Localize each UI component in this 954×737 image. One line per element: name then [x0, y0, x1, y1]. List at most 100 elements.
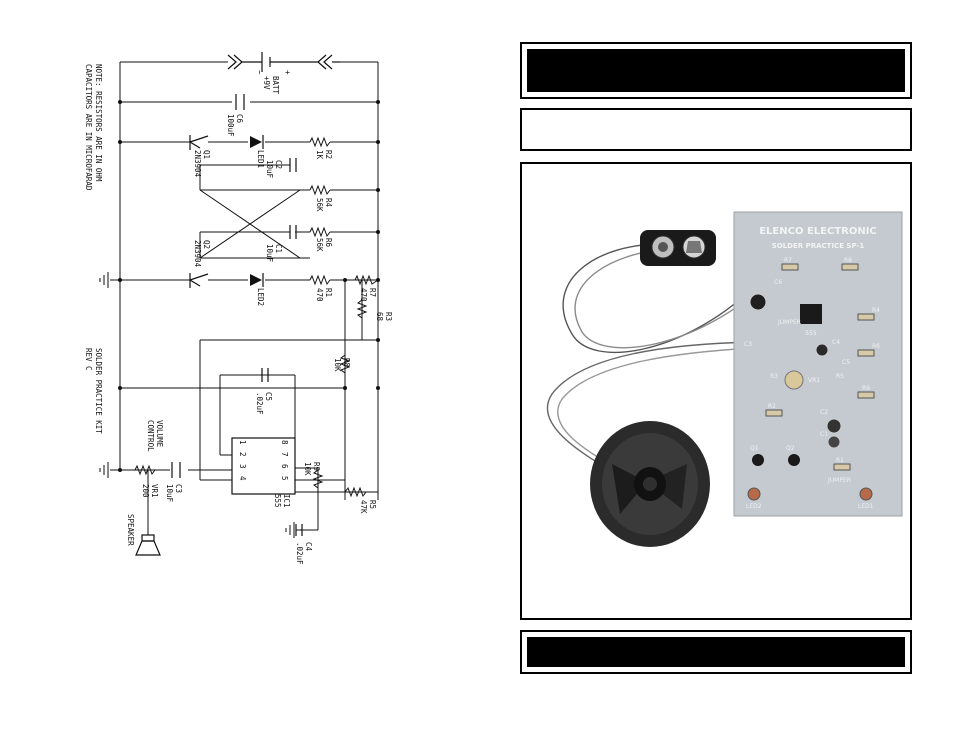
- ic-pin-8: 8: [280, 440, 289, 445]
- note-line2: CAPACITORS ARE IN MICROFARAD: [84, 64, 93, 191]
- r1-value: 470: [315, 288, 324, 302]
- ic-pin-7: 7: [280, 452, 289, 457]
- subtitle-box: [520, 108, 912, 151]
- r6-label: R6: [324, 238, 333, 248]
- led2-label: LED2: [256, 288, 265, 306]
- c6-label: C6: [235, 114, 244, 124]
- title-banner-top: [520, 42, 912, 99]
- volume-line1: VOLUME: [155, 420, 164, 448]
- led-symbols: [250, 135, 264, 287]
- title-banner-bottom-fill: [527, 637, 905, 667]
- pcb-label-r8: R8: [844, 257, 852, 264]
- vr1-value: 200: [141, 484, 150, 498]
- resistor-symbols: [134, 136, 379, 498]
- c5-value: .02uF: [255, 392, 264, 415]
- vr1-label: VR1: [150, 484, 159, 498]
- speaker-photo: [590, 421, 710, 547]
- pcb-label-q1: Q1: [750, 445, 759, 452]
- r4-value: 56K: [315, 198, 324, 212]
- led1-label: LED1: [256, 150, 265, 168]
- r1-label: R1: [324, 288, 333, 297]
- pcb-label-c1: C1: [820, 431, 828, 438]
- r9-value: 10K: [303, 462, 312, 476]
- pcb-label-vr1: VR1: [808, 377, 820, 384]
- chip-555: [800, 304, 822, 324]
- batt-minus: −: [255, 70, 264, 75]
- pcb-label-led1: LED1: [858, 503, 874, 510]
- c1-label: C1: [274, 244, 283, 253]
- r2-value: 1K: [315, 150, 324, 160]
- c4-label: C4: [304, 542, 313, 552]
- ic-pin-4: 4: [238, 476, 247, 481]
- chip-label: 555: [805, 330, 817, 337]
- c6-value: 100uF: [226, 114, 235, 137]
- r5-value: 47K: [359, 500, 368, 514]
- q2-label: Q2: [202, 240, 211, 249]
- q2-value: 2N3904: [193, 240, 202, 268]
- r2-label: R2: [324, 150, 333, 159]
- batt-plus: +: [283, 70, 292, 75]
- battery-symbol: [227, 52, 340, 72]
- battery-snap: [640, 230, 716, 266]
- r8-label: R8: [342, 358, 351, 368]
- pcb-label-c2: C2: [820, 409, 828, 416]
- speaker-symbol: [135, 534, 161, 556]
- r6-value: 56K: [315, 238, 324, 252]
- pcb-label-c4: C4: [832, 339, 840, 346]
- ic-value: 555: [273, 494, 282, 508]
- batt-label: BATT: [271, 76, 280, 95]
- title-line2: REV C: [84, 348, 93, 371]
- ic-pin-2: 2: [238, 452, 247, 457]
- capacitor-symbols: [171, 158, 303, 536]
- pcb-label-r4: R4: [872, 307, 880, 314]
- c6-capacitor-symbol: [235, 94, 245, 110]
- product-photo-frame: ELENCO ELECTRONIC SOLDER PRACTICE SP-1 5…: [520, 162, 912, 620]
- pcb-subtitle: SOLDER PRACTICE SP-1: [772, 242, 865, 250]
- title-banner-fill: [527, 49, 905, 92]
- pcb-label-r5: R5: [836, 373, 844, 380]
- ic-label: IC1: [282, 494, 291, 508]
- title-line1: SOLDER PRACTICE KIT: [94, 348, 103, 434]
- pcb-title: ELENCO ELECTRONIC: [759, 226, 877, 237]
- q1-value: 2N3904: [193, 150, 202, 178]
- ic-pin-3: 3: [238, 464, 247, 469]
- schematic-junctions: [118, 100, 380, 472]
- ic-555-symbol: [231, 437, 296, 495]
- pcb-board: ELENCO ELECTRONIC SOLDER PRACTICE SP-1 5…: [733, 211, 903, 517]
- r7-value: 470: [359, 288, 368, 302]
- schematic-wires: [110, 61, 379, 535]
- c1-value: 10uF: [265, 244, 274, 263]
- ic-pin-5: 5: [280, 476, 289, 481]
- r3-value: 68: [375, 312, 384, 322]
- product-photo: ELENCO ELECTRONIC SOLDER PRACTICE SP-1 5…: [546, 211, 903, 547]
- r7-label: R7: [368, 288, 377, 297]
- r5-label: R5: [368, 500, 377, 509]
- pcb-label-jumper: JUMPER: [827, 477, 851, 484]
- pcb-label-c3: C3: [744, 341, 752, 348]
- q1-label: Q1: [202, 150, 211, 159]
- pcb-label-led2: LED2: [746, 503, 762, 510]
- battery-wires: [562, 243, 755, 353]
- r9-label: R9: [312, 462, 321, 471]
- c3-value: 10uF: [165, 484, 174, 503]
- ic-pin-1: 1: [238, 440, 247, 445]
- c3-label: C3: [174, 484, 183, 493]
- volume-line2: CONTROL: [146, 420, 155, 452]
- pcb-label-r1: R1: [836, 457, 844, 464]
- r4-label: R4: [324, 198, 333, 208]
- c2-label: C2: [274, 160, 283, 169]
- ground-symbols: [99, 272, 295, 538]
- pcb-label-q2: Q2: [786, 445, 795, 452]
- transistor-symbols: [189, 135, 209, 288]
- schematic-labels: NOTE: RESISTORS ARE IN OHM CAPACITORS AR…: [84, 64, 393, 565]
- c4-value: .02uF: [295, 542, 304, 565]
- pcb-label-r6: R6: [872, 343, 880, 350]
- pcb-label-r7: R7: [784, 257, 792, 264]
- pcb-label-r2: R2: [768, 403, 776, 410]
- r8-value: 10K: [333, 358, 342, 372]
- speaker-wires: [546, 341, 755, 475]
- pcb-label-r3: R3: [770, 373, 778, 380]
- note-line1: NOTE: RESISTORS ARE IN OHM: [94, 64, 103, 182]
- speaker-label: SPEAKER: [126, 514, 135, 546]
